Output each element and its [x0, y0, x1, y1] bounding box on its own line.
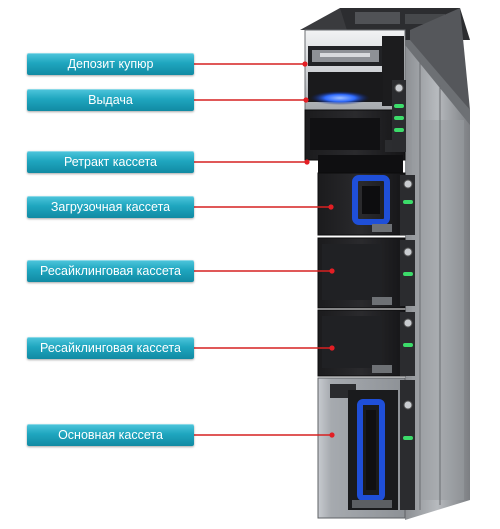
led	[403, 436, 413, 440]
loading-cassette	[317, 172, 406, 236]
label-deposit: Депозит купюр	[27, 53, 194, 75]
status-leds	[394, 104, 413, 440]
label-main-cassette: Основная кассета	[27, 424, 194, 446]
led	[394, 116, 404, 120]
marker-dot-deposit	[302, 61, 308, 67]
marker-dot-loading	[328, 204, 334, 210]
marker-dots	[302, 61, 335, 438]
led	[403, 272, 413, 276]
marker-dot-recycling-2	[329, 345, 335, 351]
led	[394, 104, 404, 108]
led	[403, 200, 413, 204]
marker-dot-dispense	[303, 97, 309, 103]
marker-dot-retract	[304, 159, 310, 165]
led	[394, 128, 404, 132]
led	[403, 343, 413, 347]
label-recycling-cassette-1: Ресайклинговая кассета	[27, 260, 194, 282]
top-mechanism	[300, 8, 470, 110]
label-loading-cassette: Загрузочная кассета	[27, 196, 194, 218]
marker-dot-recycling-1	[329, 268, 335, 274]
recycling-cassette-2	[317, 309, 406, 377]
deposit-unit	[304, 29, 406, 111]
label-retract: Ретракт кассета	[27, 151, 194, 173]
label-recycling-cassette-2: Ресайклинговая кассета	[27, 337, 194, 359]
label-dispense: Выдача	[27, 89, 194, 111]
marker-dot-main	[329, 432, 335, 438]
leader-lines	[194, 63, 332, 436]
side-panel	[405, 30, 470, 520]
main-cassette	[317, 377, 406, 519]
retract-unit	[304, 109, 406, 173]
